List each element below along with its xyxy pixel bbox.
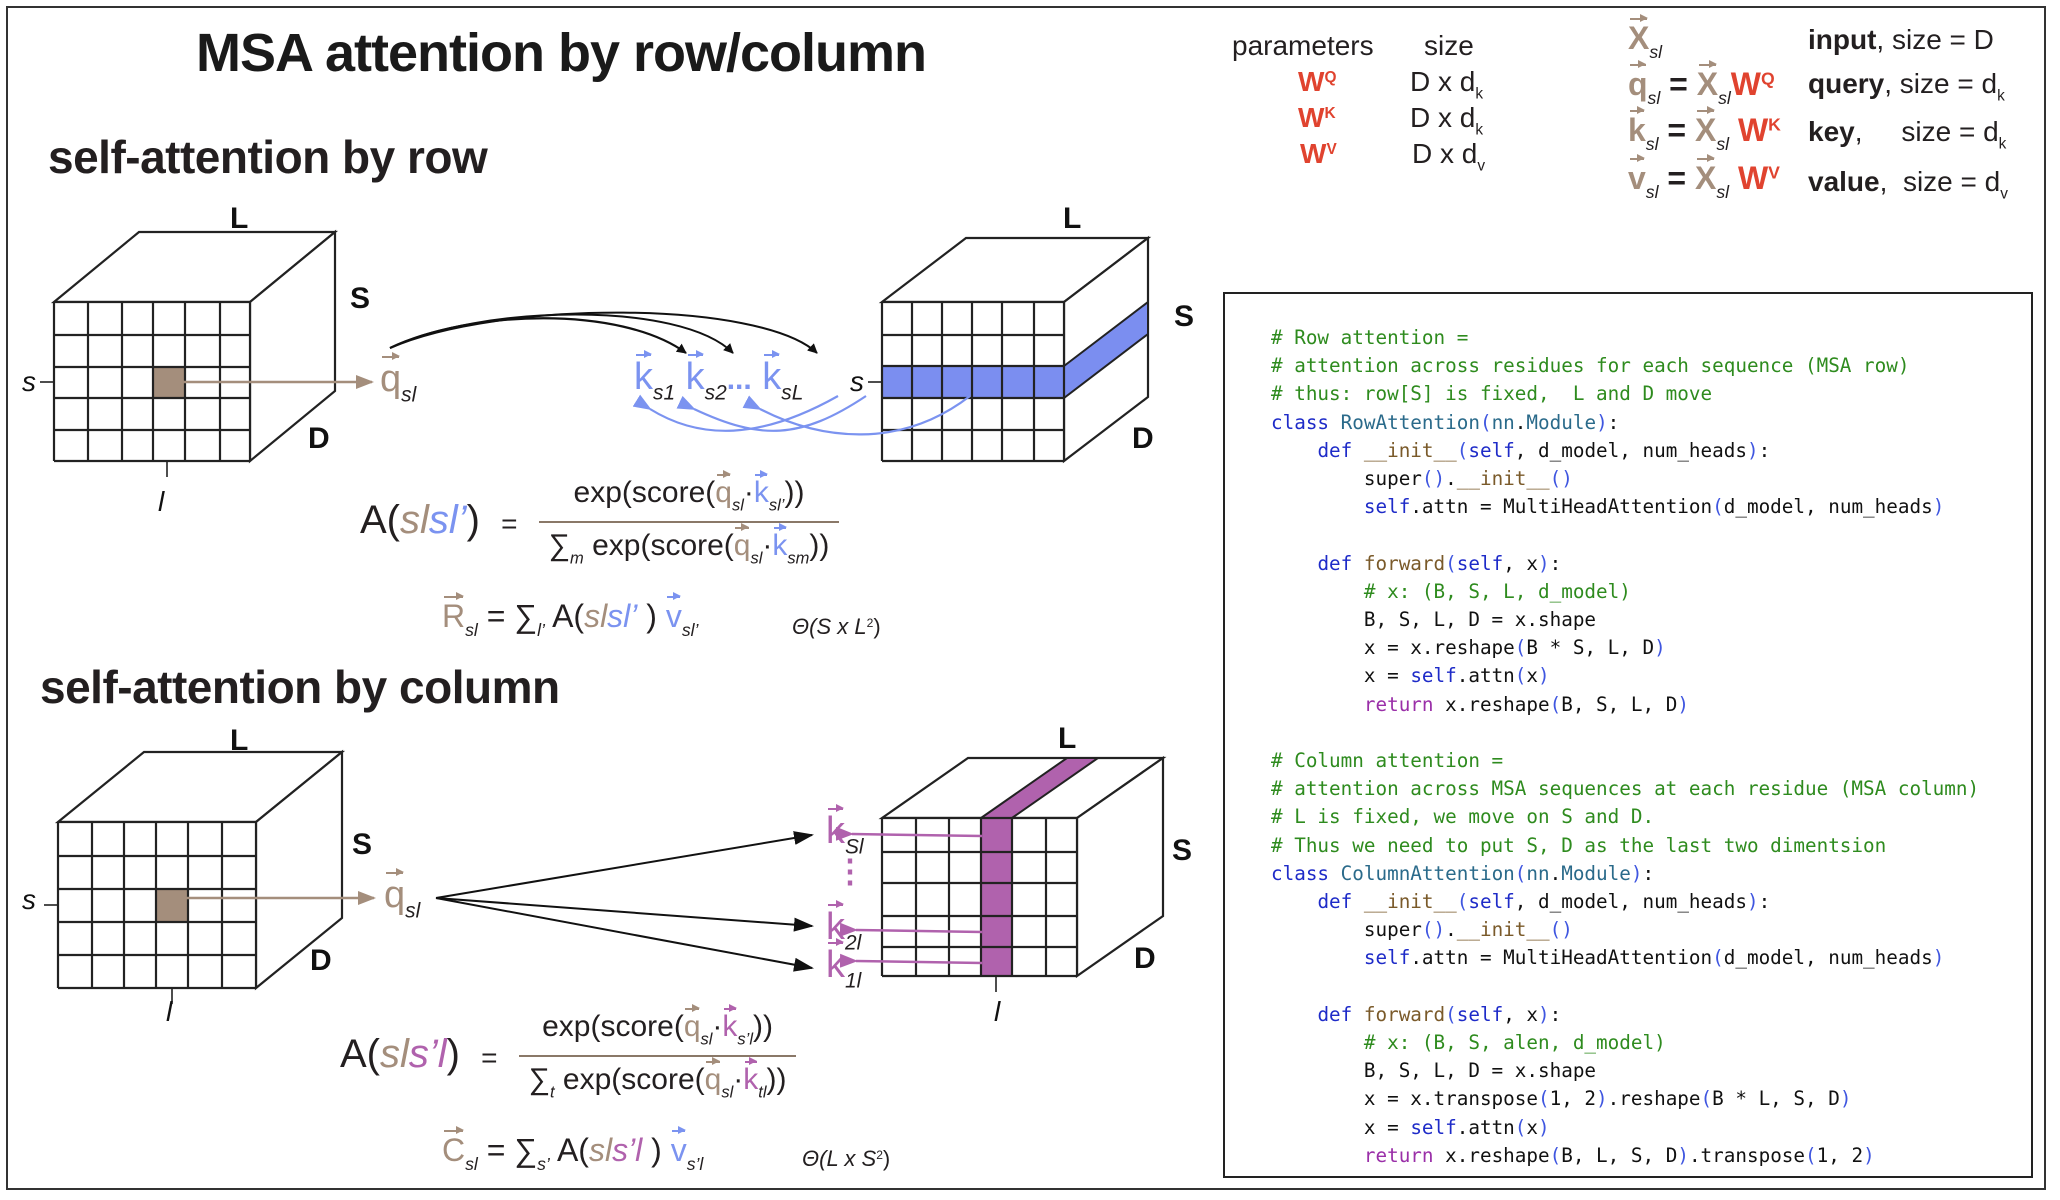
- param-wk: WK: [1298, 102, 1336, 133]
- column-cube1-label-l: l: [166, 996, 173, 1027]
- param-wv: WV: [1300, 138, 1337, 169]
- param-wv-size: D x dv: [1412, 138, 1486, 175]
- section-title-row: self-attention by row: [48, 131, 488, 183]
- code-line: # Row attention =: [1271, 326, 1469, 349]
- column-purple-arrow-1: [839, 953, 983, 968]
- row-cube1-label-l: l: [158, 486, 165, 517]
- row-query-vector: qsl: [380, 352, 417, 407]
- row-keys: ks1 ks2... ksL: [634, 350, 804, 405]
- row-blue-arc-2: [676, 395, 867, 432]
- column-cube-query-selected-cell: [156, 889, 188, 922]
- row-cube1-label-L: L: [230, 202, 249, 235]
- def-input: Xsl: [1628, 14, 1663, 62]
- code-line: x = x.reshape(B * S, L, D): [1271, 636, 1666, 660]
- params-header-parameters: parameters: [1232, 30, 1374, 61]
- page-title: MSA attention by row/column: [196, 23, 927, 83]
- column-cube1-label-S: S: [352, 828, 373, 861]
- def-key-desc: key, size = dk: [1808, 116, 2007, 153]
- code-line: # L is fixed, we move on S and D.: [1271, 805, 1655, 829]
- code-line: self.attn = MultiHeadAttention(d_model, …: [1363, 495, 1945, 519]
- row-cube2-label-D: D: [1132, 422, 1154, 455]
- row-blue-arc-1: [632, 394, 839, 432]
- params-header-size: size: [1424, 30, 1474, 61]
- column-cube2-label-S: S: [1172, 834, 1193, 867]
- row-complexity: Θ(S x L2): [792, 614, 881, 639]
- def-query: qsl = XslWQ: [1628, 60, 1775, 108]
- column-complexity: Θ(L x S2): [802, 1146, 891, 1171]
- row-blue-arc-3: [742, 395, 971, 436]
- section-title-column: self-attention by column: [40, 661, 560, 713]
- column-cube1-label-D: D: [310, 944, 332, 977]
- row-output-formula: Rsl = ∑l’ A(slsl’ ) vsl’: [442, 592, 699, 640]
- code-line: x = self.attn(x): [1271, 664, 1550, 688]
- column-key-2: k2l: [826, 900, 862, 955]
- column-attention-formula: A(sls’l) = exp(score(qsl·ks’l)) ∑t exp(s…: [340, 1004, 797, 1103]
- column-purple-arrow-2: [839, 922, 983, 937]
- def-key: ksl = Xsl WK: [1628, 106, 1781, 154]
- code-line: # x: (B, S, alen, d_model): [1271, 1031, 1666, 1055]
- code-line: x = self.attn(x): [1271, 1115, 1550, 1139]
- column-purple-arrow-S: [835, 826, 983, 841]
- param-wk-size: D x dk: [1410, 102, 1484, 139]
- code-panel: # Row attention = # attention across res…: [1223, 292, 2033, 1178]
- def-query-desc: query, size = dk: [1808, 68, 2005, 105]
- column-cube2-label-D: D: [1134, 942, 1156, 975]
- row-cube2-label-L: L: [1063, 202, 1082, 235]
- param-wq-size: D x dk: [1410, 66, 1484, 103]
- row-cube2-label-S: S: [1174, 300, 1195, 333]
- code-line: def __init__(self, d_model, num_heads):: [1317, 438, 1771, 462]
- row-cube2-label-s: s: [850, 366, 864, 397]
- code-line: # Thus we need to put S, D as the last t…: [1271, 833, 1887, 857]
- code-line: # attention across residues for each seq…: [1271, 354, 1910, 378]
- column-key-S: kSl: [826, 804, 864, 859]
- column-key-1: k1l: [826, 938, 862, 993]
- column-cube-keys-front-face: [882, 818, 1077, 976]
- column-output-formula: Csl = ∑s’ A(sls’l ) vs’l: [442, 1126, 704, 1174]
- row-attention-fraction: exp(score(qsl·ksl’)) ∑m exp(score(qsl·ks…: [538, 470, 840, 569]
- code-line: B, S, L, D = x.shape: [1271, 1059, 1597, 1083]
- code-line: x = x.transpose(1, 2).reshape(B * L, S, …: [1271, 1087, 1852, 1111]
- column-line-kS: [435, 831, 814, 899]
- code-line: # x: (B, S, L, d_model): [1271, 579, 1631, 603]
- row-cube1-label-D: D: [308, 422, 330, 455]
- code-line: super().__init__(): [1271, 918, 1573, 942]
- code-line: def forward(self, x):: [1317, 551, 1562, 575]
- column-line-k1: [435, 897, 814, 972]
- code-line: self.attn = MultiHeadAttention(d_model, …: [1363, 946, 1945, 970]
- column-attention-fraction: exp(score(qsl·ks’l)) ∑t exp(score(qsl·kt…: [518, 1004, 797, 1103]
- def-value-desc: value, size = dv: [1808, 166, 2008, 203]
- column-query-vector: qsl: [384, 868, 421, 923]
- column-cube-keys-column-stripe: [981, 818, 1012, 976]
- code-line: class ColumnAttention(nn.Module):: [1271, 861, 1655, 885]
- column-cube2-label-l: l: [994, 996, 1001, 1027]
- row-cube1-label-s: s: [22, 366, 36, 397]
- def-input-desc: input, size = D: [1808, 24, 1994, 55]
- param-wq: WQ: [1298, 66, 1337, 97]
- column-cube1-label-L: L: [230, 724, 249, 757]
- code-line: class RowAttention(nn.Module):: [1271, 410, 1620, 434]
- code-line: # thus: row[S] is fixed, L and D move: [1271, 382, 1713, 406]
- code-line: B, S, L, D = x.shape: [1271, 608, 1597, 632]
- code-line: def forward(self, x):: [1317, 1002, 1562, 1026]
- column-cube2-label-L: L: [1058, 722, 1077, 755]
- figure-frame: [6, 6, 2046, 1190]
- code-line: def __init__(self, d_model, num_heads):: [1317, 890, 1771, 914]
- column-cube1-label-s: s: [22, 884, 36, 915]
- code-line: return x.reshape(B, L, S, D).transpose(1…: [1363, 1143, 1875, 1167]
- row-arc-kL: [389, 311, 818, 354]
- code-line: # attention across MSA sequences at each…: [1271, 777, 1980, 801]
- code-listing: # Row attention = # attention across res…: [1271, 324, 1979, 1170]
- column-line-k2: [435, 897, 814, 932]
- code-line: return x.reshape(B, S, L, D): [1363, 692, 1689, 716]
- row-arc-k2: [389, 313, 734, 354]
- row-arc-k1: [389, 317, 687, 354]
- column-key-ellipsis: ⋮: [834, 853, 866, 889]
- def-value: vsl = Xsl WV: [1628, 154, 1780, 202]
- row-attention-formula: A(slsl’) = exp(score(qsl·ksl’)) ∑m exp(s…: [360, 470, 840, 569]
- row-cube1-label-S: S: [350, 282, 371, 315]
- code-line: super().__init__(): [1271, 467, 1573, 491]
- code-line: # Column attention =: [1271, 749, 1504, 773]
